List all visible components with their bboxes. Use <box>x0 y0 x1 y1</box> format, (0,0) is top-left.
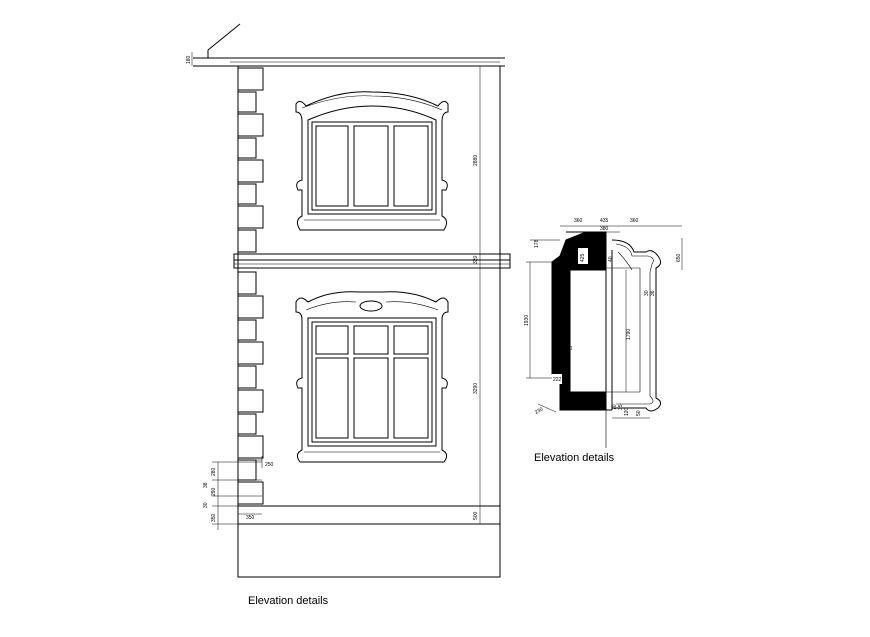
dim-stone-w: 350 <box>246 515 255 521</box>
sdim-top-a: 360 <box>574 218 583 224</box>
dim-stone-b: 280 <box>211 467 217 476</box>
sdim-thk: 150 <box>564 346 573 352</box>
sdim-inner: 1790 <box>626 329 632 340</box>
dim-stone-e: 30 <box>203 502 209 508</box>
main-caption: Elevation details <box>248 595 329 607</box>
sdim-top-b: 435 <box>600 218 609 224</box>
sdim-bot3: 50 <box>636 410 642 416</box>
sdim-small4: 36 <box>650 290 656 296</box>
dim-stone-f: 350 <box>211 513 217 522</box>
sdim-height-total: 1930 <box>524 315 530 326</box>
dim-lower-height: 3290 <box>473 383 479 394</box>
dim-top-cornice: 180 <box>186 55 192 64</box>
sdim-angle: 230 <box>534 406 544 415</box>
dim-stone-a: 250 <box>265 462 274 468</box>
section-detail <box>526 225 683 448</box>
sdim-right: 650 <box>676 253 682 262</box>
dim-stone-c: 290 <box>211 487 217 496</box>
sdim-bot2: 35 <box>618 404 624 410</box>
dim-band: 320 <box>473 255 479 264</box>
sdim-top-d: 380 <box>600 226 609 232</box>
sdim-small3: 30 <box>644 290 650 296</box>
lower-window <box>295 291 449 463</box>
detail-caption: Elevation details <box>534 452 615 464</box>
sdim-sill: 222 <box>553 377 562 383</box>
sdim-top-c: 360 <box>630 218 639 224</box>
sdim-small2: 40 <box>608 256 614 262</box>
dim-stone-d: 38 <box>203 482 209 488</box>
facade-dimensions <box>191 52 484 530</box>
dim-upper-height: 2880 <box>473 155 479 166</box>
quoin-stones <box>237 67 264 505</box>
section-dimension-labels: 360 435 360 380 650 1930 1790 150 425 22… <box>524 218 682 416</box>
sdim-small1: 178 <box>534 239 540 248</box>
sdim-bot4: 120 <box>624 407 630 416</box>
facade-dimension-labels: 2880 320 3290 500 180 250 280 38 290 30 … <box>186 55 479 522</box>
sdim-bot1: 70 <box>612 404 618 410</box>
upper-window <box>295 91 449 231</box>
sdim-lintel: 425 <box>580 253 586 262</box>
dim-base: 500 <box>473 511 479 520</box>
